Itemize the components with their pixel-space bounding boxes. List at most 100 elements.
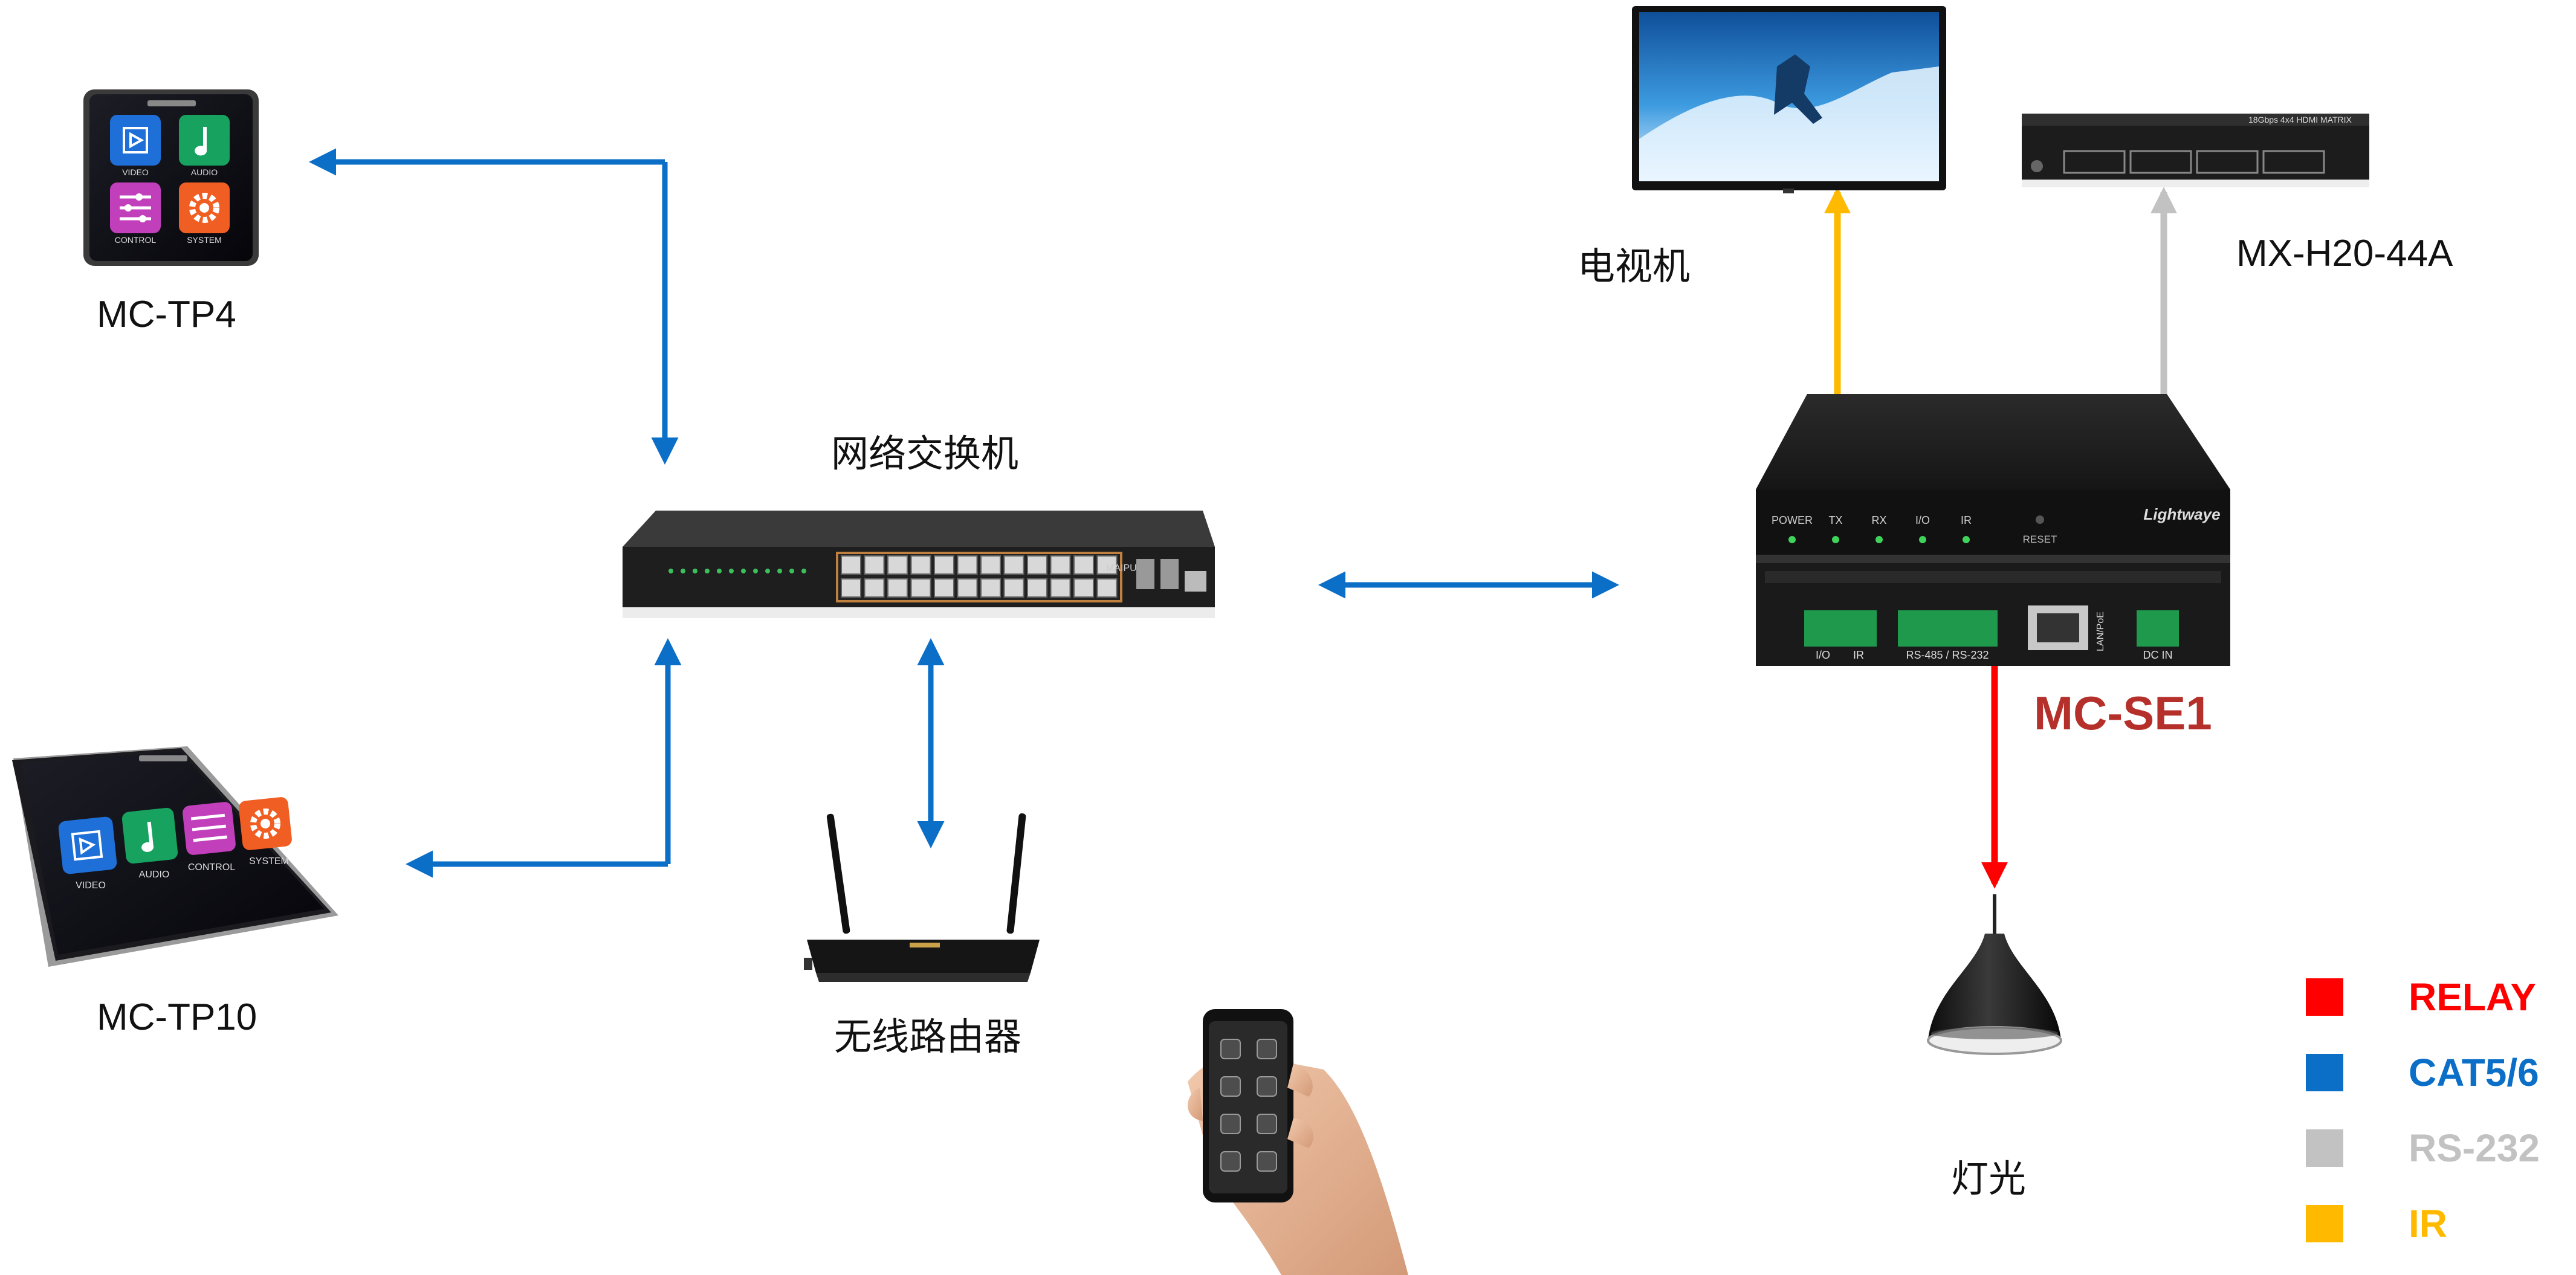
- light-label: 灯光: [1951, 1158, 2027, 1200]
- phone-app-icon: [1220, 1076, 1241, 1097]
- wireless-router: [804, 813, 1040, 982]
- tv: [1632, 6, 1946, 193]
- hdmi-matrix-label: MX-H20-44A: [2236, 233, 2453, 274]
- switch-led: [717, 569, 722, 573]
- switch-led: [765, 569, 770, 573]
- switch-port: [841, 555, 861, 575]
- tp4-app-label: CONTROL: [115, 235, 157, 245]
- switch-port: [1050, 578, 1071, 598]
- mc-se1-led-label: RX: [1871, 514, 1886, 526]
- tp10-app-label: SYSTEM: [249, 856, 289, 867]
- mc-se1-reset-label: RESET: [2023, 534, 2057, 545]
- switch-led: [801, 569, 806, 573]
- phone-app-icon: [1220, 1039, 1241, 1059]
- switch-port: [910, 555, 931, 575]
- switch-led: [668, 569, 673, 573]
- mc-se1-port-label: DC IN: [2143, 649, 2173, 661]
- video-app-icon: [110, 115, 161, 166]
- legend-label: CAT5/6: [2409, 1051, 2539, 1094]
- switch-port: [1027, 555, 1047, 575]
- switch-led: [705, 569, 710, 573]
- mc-tp10-label: MC-TP10: [97, 996, 257, 1038]
- switch-led: [693, 569, 697, 573]
- tp10-app-label: VIDEO: [76, 880, 106, 891]
- mc-se1-label: MC-SE1: [2034, 686, 2212, 740]
- legend-item-rs232: RS-232: [2306, 1127, 2560, 1169]
- switch-port: [980, 578, 1001, 598]
- legend-item-relay: RELAY: [2306, 976, 2560, 1018]
- mc-se1-port-label: I/O: [1816, 649, 1830, 661]
- cat-link-tp10: [406, 638, 682, 878]
- mc-se1-led: [1963, 536, 1970, 543]
- video-app-icon: [58, 816, 117, 874]
- legend-swatch: [2306, 1054, 2343, 1091]
- mc-se1-port-label: RS-485 / RS-232: [1906, 649, 1989, 661]
- switch-port: [934, 555, 954, 575]
- legend-item-cat56: CAT5/6: [2306, 1051, 2560, 1094]
- mc-se1-led-label: TX: [1828, 514, 1842, 526]
- switch-port: [934, 578, 954, 598]
- mc-tp4-panel: VIDEO AUDIO CONTROL SYSTEM: [83, 89, 259, 266]
- mc-se1-led-label: IR: [1961, 514, 1972, 526]
- phone-app-icon: [1220, 1151, 1241, 1172]
- tp10-app-label: AUDIO: [139, 870, 170, 880]
- switch-led: [789, 569, 794, 573]
- switch-led: [753, 569, 758, 573]
- wireless-router-label: 无线路由器: [834, 1016, 1022, 1058]
- phone-app-icon: [1257, 1114, 1277, 1134]
- legend-label: IR: [2409, 1202, 2447, 1245]
- mc-se1-port-label: LAN/PoE: [2095, 612, 2106, 651]
- legend-swatch: [2306, 978, 2343, 1016]
- switch-port: [957, 555, 978, 575]
- mc-se1-led: [1875, 536, 1883, 543]
- switch-port: [1096, 555, 1118, 575]
- mc-se1-led: [1788, 536, 1796, 543]
- pendant-light: [1927, 894, 2062, 1055]
- mc-se1-controller: POWER TX RX I/O IR RESET Lightwaye I/O IR RS…: [1756, 394, 2230, 666]
- mc-tp10-panel: VIDEO AUDIO CONTROL SYSTEM: [12, 746, 338, 967]
- network-switch: MAIPU: [623, 511, 1215, 618]
- tp4-app-label: SYSTEM: [187, 235, 222, 245]
- legend: RELAY CAT5/6 RS-232 IR: [2306, 976, 2560, 1260]
- switch-port: [910, 578, 931, 598]
- switch-port: [841, 578, 861, 598]
- switch-port: [1027, 578, 1047, 598]
- switch-port: [1003, 555, 1024, 575]
- hdmi-matrix: 18Gbps 4x4 HDMI MATRIX: [2022, 114, 2369, 187]
- legend-label: RS-232: [2409, 1126, 2540, 1170]
- tp10-app-label: CONTROL: [188, 862, 235, 873]
- switch-port: [1003, 578, 1024, 598]
- mc-se1-port-label: IR: [1853, 649, 1864, 661]
- switch-port: [864, 578, 885, 598]
- mc-se1-led: [1832, 536, 1839, 543]
- phone-app-icon: [1257, 1039, 1277, 1059]
- phone-app-icon: [1257, 1151, 1277, 1172]
- switch-port: [1073, 555, 1094, 575]
- switch-port: [1050, 555, 1071, 575]
- smartphone-hand: [1188, 1009, 1408, 1275]
- network-switch-label: 网络交换机: [831, 433, 1019, 475]
- mc-se1-led: [1919, 536, 1926, 543]
- cat-link-tp4: [309, 148, 679, 465]
- phone-app-icon: [1220, 1114, 1241, 1134]
- phone-app-icon: [1257, 1076, 1277, 1097]
- switch-port: [1073, 578, 1094, 598]
- switch-port: [1096, 578, 1118, 598]
- switch-led: [729, 569, 734, 573]
- legend-swatch: [2306, 1129, 2343, 1167]
- tp4-app-label: AUDIO: [191, 167, 218, 177]
- mc-tp4-label: MC-TP4: [97, 294, 236, 335]
- switch-port: [864, 555, 885, 575]
- matrix-panel-text: 18Gbps 4x4 HDMI MATRIX: [2248, 115, 2352, 124]
- switch-port: [887, 555, 908, 575]
- tv-label: 电视机: [1578, 246, 1691, 288]
- switch-led: [741, 569, 746, 573]
- switch-port: [980, 555, 1001, 575]
- switch-brand: MAIPU: [1106, 563, 1137, 573]
- mc-se1-led-label: I/O: [1915, 514, 1930, 526]
- mc-se1-led-label: POWER: [1772, 514, 1813, 526]
- tp4-app-label: VIDEO: [122, 167, 149, 177]
- mc-se1-brand: Lightwaye: [2143, 505, 2220, 523]
- legend-swatch: [2306, 1205, 2343, 1242]
